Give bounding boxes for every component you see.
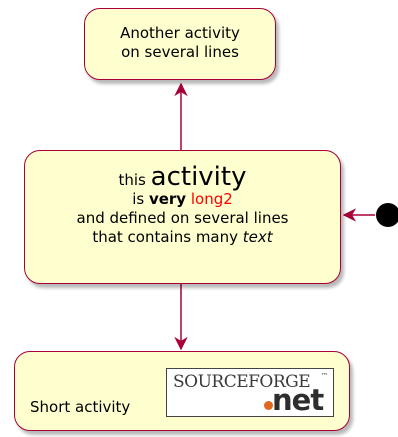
logo-net: net bbox=[272, 383, 324, 417]
logo-dot-icon bbox=[264, 401, 273, 410]
text-this: this bbox=[118, 171, 151, 189]
activity-long-line1: this activity bbox=[25, 164, 340, 190]
activity-long-line4: that contains many text bbox=[25, 228, 340, 247]
logo-trademark: ™ bbox=[321, 372, 328, 380]
text-contains: that contains many bbox=[92, 228, 243, 246]
activity-short-label: Short activity bbox=[30, 398, 131, 416]
text-very: very bbox=[148, 190, 187, 208]
activity-short: Short activity SOURCEFORGE ™ net bbox=[14, 351, 350, 431]
text-is: is bbox=[132, 190, 149, 208]
text-activity-big: activity bbox=[150, 162, 247, 192]
start-node bbox=[376, 203, 398, 227]
text-italic: text bbox=[242, 228, 273, 246]
text-long2: long2 bbox=[190, 190, 233, 208]
activity-long-line3: and defined on several lines bbox=[76, 209, 289, 227]
logo-wordmark: SOURCEFORGE bbox=[173, 372, 311, 392]
activity-another-line2: on several lines bbox=[121, 43, 239, 61]
activity-another-line1: Another activity bbox=[120, 24, 240, 42]
activity-another: Another activity on several lines bbox=[84, 8, 276, 80]
activity-long-line2: is very long2 bbox=[25, 190, 340, 209]
activity-long: this activity is very long2 and defined … bbox=[24, 150, 341, 284]
sourceforge-logo: SOURCEFORGE ™ net bbox=[166, 368, 334, 417]
